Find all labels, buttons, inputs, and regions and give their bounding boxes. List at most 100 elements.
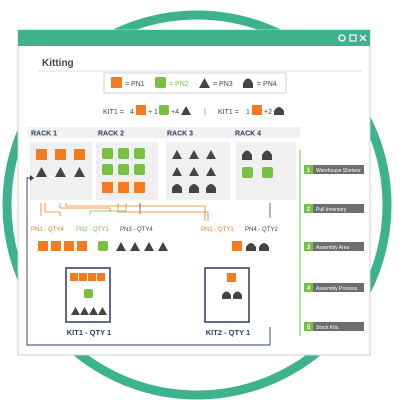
rack-header-bar [28,127,300,138]
return-loop-arrowhead [30,175,34,181]
pull-label-pn1-qty1: PN1 - QTY1 [201,227,234,233]
rack1-pn1-a [36,149,47,160]
window-titlebar [18,30,370,46]
pull-label-pn1-qty4: PN1 - QTY4 [31,227,64,233]
window-controls [338,34,367,42]
assembly-pn2-1 [98,241,108,251]
step-3-number: 3 [307,245,311,251]
pull-arrows [40,203,271,221]
assembly-pn3-3 [144,242,154,251]
step-5-number: 5 [307,325,311,331]
close-icon[interactable] [359,34,367,42]
kit1-formula-n1: 4 [130,109,134,116]
rack4-pn2-2 [262,167,273,178]
steps-panel: 1 Warehouse Shelves 2 Pull Inventory 3 A… [304,165,364,331]
rack1-pn3-a [36,167,47,177]
legend-pn1-label: = PN1 [125,81,145,88]
assembly-pn4-1 [246,243,256,251]
rack3-pn4-2 [189,184,199,193]
step-3-badge [304,242,313,251]
rack1-pn3-b [55,167,66,177]
step-2-number: 2 [307,207,311,213]
kit1-pn2-1 [84,289,93,298]
rack2-pn2-1 [102,148,113,159]
kit1-formula-pn2-square [159,105,169,115]
assembly-pn1-2 [51,241,61,251]
rack2-pn1-2 [118,182,129,193]
rack3-pn3-4 [172,167,182,176]
restore-icon[interactable] [338,34,346,42]
assembly-pn3-1 [116,242,126,251]
assembly-pn3-2 [130,242,140,251]
step-1-badge [304,165,313,174]
return-loop-line [26,177,271,346]
step-1-label: Warehouse Shelves [316,168,361,174]
rack1-pn1-b [55,149,66,160]
assembly-pn1-1 [38,241,48,251]
kit1-pn3-1 [71,307,80,315]
rack4-pn4-1 [242,150,252,160]
kit2-formula-plus2: +2 [264,109,272,116]
legend-pn3-triangle [199,78,210,88]
step-1-bar [304,165,364,174]
step-2-bar [304,204,364,213]
pull-label-pn3-qty4: PN3 - QTY4 [120,227,153,233]
kit1-pn3-4 [98,307,107,315]
kit2-pn4-2 [233,291,242,299]
kit1-formula-plus4: +4 [171,109,179,116]
rack-4-label: RACK 4 [235,131,261,138]
legend-pn3-label: = PN3 [213,81,233,88]
assembly-pn1-5 [232,241,242,251]
rack-1-label: RACK 1 [31,131,57,138]
legend-pn4-dome [243,78,253,88]
formula-separator: | [204,107,206,116]
kit1-pn1-4 [97,273,105,281]
rack-1-items [36,149,85,177]
rack3-pn4-1 [172,184,182,193]
legend: = PN1 = PN2 = PN3 = PN4 [111,77,277,88]
rack1-pn1-c [74,149,85,160]
kit-formulas: KIT1 = 4 + 1 +4 | KIT1 = 1 +2 [103,105,284,116]
kit2-formula-n1: 1 [246,109,250,116]
kit1-formula-pn1-square [136,105,146,115]
maximize-icon[interactable] [349,34,357,42]
rack2-pn1-3 [134,182,145,193]
legend-box [103,72,287,94]
rack2-pn2-4 [102,164,113,175]
assembly-pn3-4 [158,242,168,251]
step-2-badge [304,204,313,213]
kit1-pn1-3 [88,273,96,281]
rack3-pn3-5 [189,167,199,176]
kit1-pn3-3 [89,307,98,315]
arrow-rack2-pn1-b [117,203,209,221]
step-2-label: Pull Inventory [316,207,347,213]
legend-pn1-square [111,77,122,88]
assembly-pn1-4 [77,241,87,251]
kit2-formula-label: KIT1 = [218,109,239,116]
rack-3-items [172,150,216,193]
rack4-pn4-2 [262,150,272,160]
legend-pn2-square [155,77,166,88]
kit1-label: KIT1 - QTY 1 [67,328,111,337]
rack-4-items [242,150,273,178]
rack3-pn4-3 [206,184,216,193]
kit2-pn4-1 [222,291,231,299]
rack2-pn1-1 [102,182,113,193]
step-3-label: Assembly Area [316,245,350,251]
kit2-formula-pn1-square [252,105,262,115]
pull-label-pn2-qty1: PN2 - QTY1 [76,227,109,233]
page-title: Kitting [42,58,74,69]
rack1-pn3-c [74,167,85,177]
assembly-pn1-3 [64,241,74,251]
arrow-rack2-pn1 [59,203,111,212]
kit1-formula-pn3-triangle [181,106,191,115]
rack-3-label: RACK 3 [167,131,193,138]
rack-2-items [102,148,145,193]
rack3-pn3-3 [206,150,216,159]
legend-pn2-label: = PN2 [169,81,189,88]
kit1-pn1-2 [79,273,87,281]
kit1-pn1-1 [70,273,78,281]
step-5-label: Stock Kits [316,325,339,331]
kit1-formula-plus: + [148,109,152,116]
arrow-rack1-pn1-b [44,203,61,216]
